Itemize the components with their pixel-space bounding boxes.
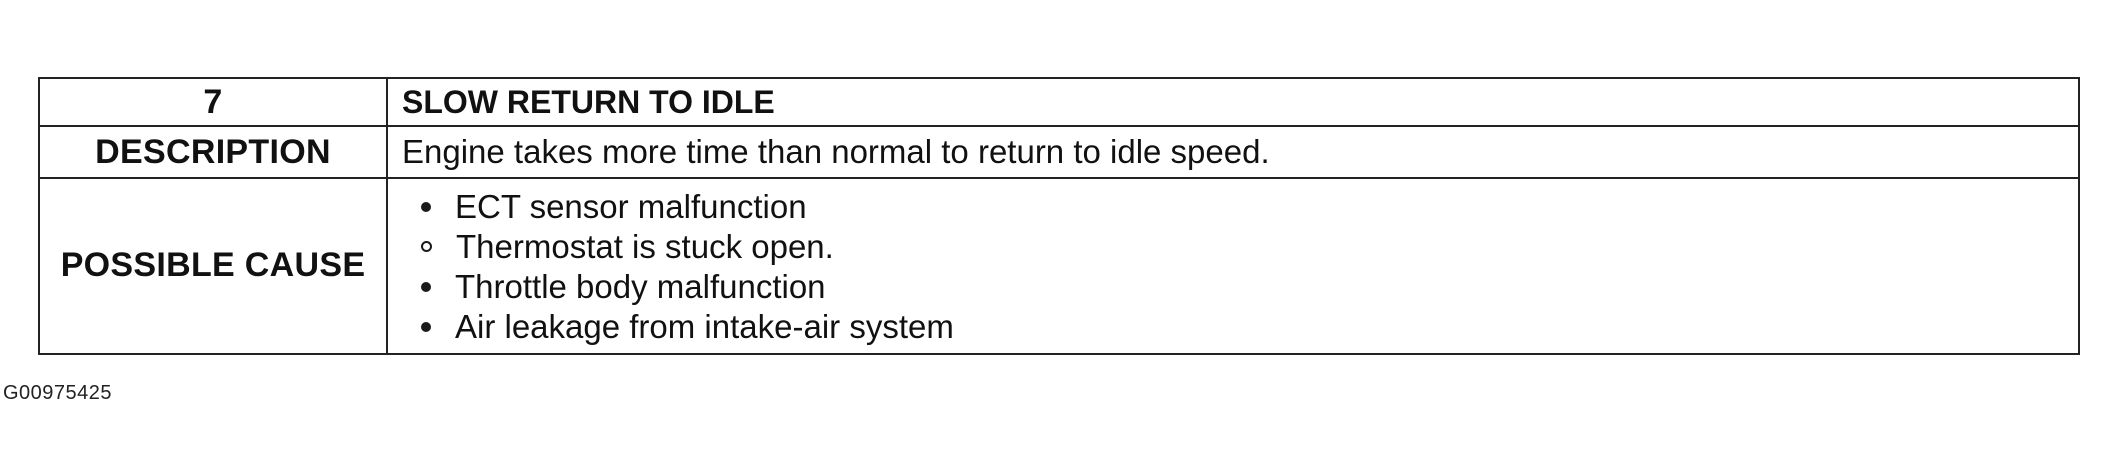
list-item: Throttle body malfunction (416, 267, 2078, 307)
figure-id: G00975425 (3, 382, 113, 404)
list-item: Thermostat is stuck open. (416, 227, 2078, 267)
list-item: Air leakage from intake-air system (416, 307, 2078, 347)
possible-cause-list: ECT sensor malfunction Thermostat is stu… (402, 185, 2078, 347)
cause-text: Throttle body malfunction (455, 267, 826, 305)
bullet-icon (421, 241, 432, 253)
possible-cause-label: POSSIBLE CAUSE (38, 176, 388, 356)
bullet-icon (421, 321, 431, 332)
description-label: DESCRIPTION (38, 125, 388, 179)
description-row: DESCRIPTION Engine takes more time than … (38, 125, 2080, 179)
item-number: 7 (38, 76, 388, 128)
description-text: Engine takes more time than normal to re… (386, 125, 2080, 179)
header-row: 7 SLOW RETURN TO IDLE (38, 76, 2080, 128)
diagnostic-table: 7 SLOW RETURN TO IDLE DESCRIPTION Engine… (38, 76, 2080, 356)
cause-text: Thermostat is stuck open. (456, 227, 834, 265)
list-item: ECT sensor malfunction (416, 187, 2078, 227)
symptom-title: SLOW RETURN TO IDLE (386, 76, 2080, 128)
bullet-icon (421, 201, 431, 212)
possible-cause-cell: ECT sensor malfunction Thermostat is stu… (386, 176, 2080, 356)
cause-text: ECT sensor malfunction (455, 187, 807, 225)
cause-text: Air leakage from intake-air system (455, 307, 954, 345)
bullet-icon (421, 281, 431, 292)
possible-cause-row: POSSIBLE CAUSE ECT sensor malfunction Th… (38, 176, 2080, 356)
